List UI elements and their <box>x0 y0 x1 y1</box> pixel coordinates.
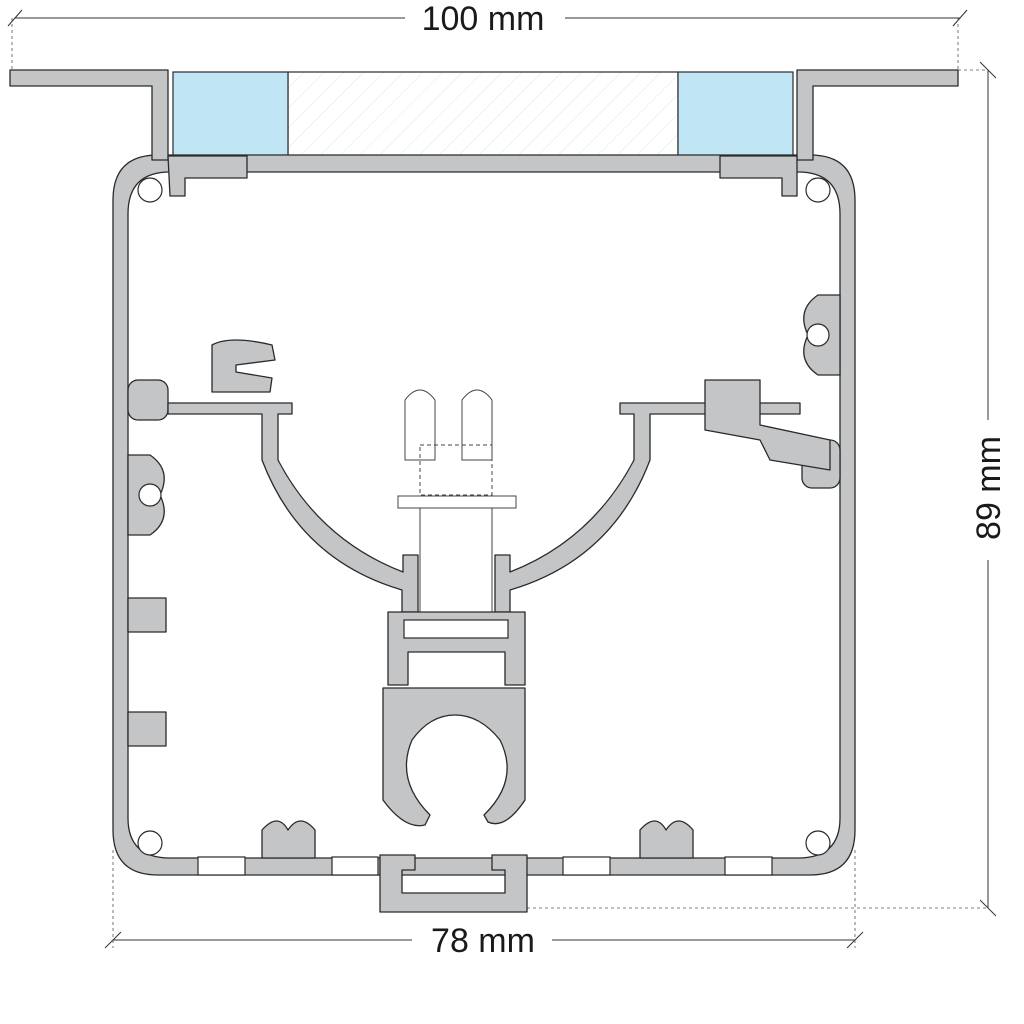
dimension-top-width: 100 mm <box>7 0 968 70</box>
dimension-label-78mm: 78 mm <box>431 922 535 960</box>
diffuser-cover <box>172 71 794 157</box>
dimension-label-89mm: 89 mm <box>970 436 1008 540</box>
dimension-bottom-width: 78 mm <box>104 850 864 960</box>
mounting-clip <box>382 687 526 827</box>
led-module <box>387 389 526 686</box>
reflector <box>167 339 831 613</box>
aluminium-housing <box>9 69 959 913</box>
dimension-height: 89 mm <box>527 61 1008 917</box>
dimension-label-100mm: 100 mm <box>422 0 545 38</box>
